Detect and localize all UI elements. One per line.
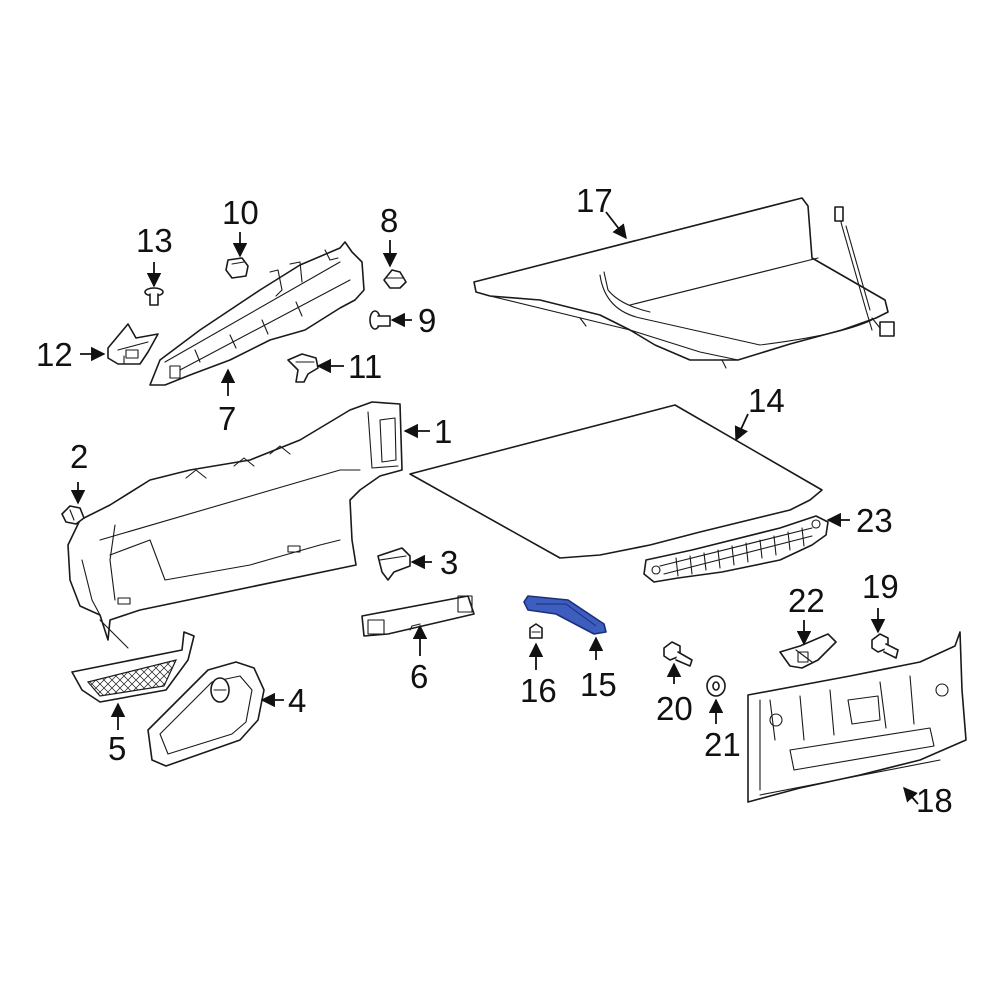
callout-6: 6 (410, 658, 428, 695)
callout-2: 2 (70, 438, 88, 475)
part-9-push-clip[interactable] (369, 310, 391, 330)
callout-13: 13 (136, 222, 173, 259)
callout-23: 23 (856, 502, 893, 539)
callout-8: 8 (380, 202, 398, 239)
part-3-clip[interactable] (377, 547, 411, 581)
callout-9: 9 (418, 302, 436, 339)
part-2-clip[interactable] (61, 505, 85, 525)
part-12-bracket[interactable] (107, 323, 159, 365)
part-20-bolt[interactable] (663, 641, 693, 667)
part-15-reinforcement-highlighted[interactable] (523, 595, 607, 635)
callout-21: 21 (704, 726, 741, 763)
part-18-rear-panel[interactable] (747, 631, 967, 803)
callout-7: 7 (218, 400, 236, 437)
part-16-bolt[interactable] (529, 623, 543, 639)
callout-12: 12 (36, 336, 73, 373)
callout-14: 14 (748, 382, 785, 419)
part-1-side-trim[interactable] (67, 401, 403, 649)
callout-labels: 1 2 3 4 5 6 7 8 9 10 11 12 13 14 15 16 1… (36, 182, 953, 819)
callout-20: 20 (656, 690, 693, 727)
callout-5: 5 (108, 730, 126, 767)
part-5-mesh-net[interactable] (71, 631, 195, 703)
callout-19: 19 (862, 568, 899, 605)
part-7-upper-trim[interactable] (149, 241, 365, 386)
callout-4: 4 (288, 682, 306, 719)
callout-16: 16 (520, 672, 557, 709)
part-22-bracket[interactable] (779, 633, 837, 669)
part-21-washer[interactable] (706, 675, 726, 697)
part-13-clip[interactable] (144, 287, 164, 306)
callout-22: 22 (788, 582, 825, 619)
callout-10: 10 (222, 194, 259, 231)
part-17-package-tray[interactable] (473, 197, 895, 369)
part-14-trunk-mat[interactable] (409, 404, 823, 559)
part-6-bracket[interactable] (361, 595, 475, 637)
part-10-nut[interactable] (225, 257, 249, 279)
part-19-bolt[interactable] (871, 633, 899, 659)
callout-3: 3 (440, 544, 458, 581)
callout-11: 11 (348, 348, 382, 385)
callout-18: 18 (916, 782, 953, 819)
leader-lines (70, 211, 919, 805)
callout-15: 15 (580, 666, 617, 703)
callout-1: 1 (434, 413, 452, 450)
callout-17: 17 (576, 182, 613, 219)
part-8-clip[interactable] (383, 269, 407, 289)
part-23-sill-plate[interactable] (643, 515, 829, 583)
part-11-hook[interactable] (287, 353, 319, 383)
